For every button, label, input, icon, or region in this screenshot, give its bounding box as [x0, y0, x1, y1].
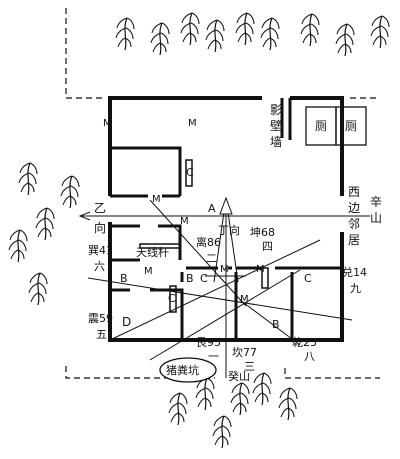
zhen-number: 五	[96, 328, 107, 341]
trees-bottom	[168, 372, 298, 449]
gui-shan-label: 癸山	[228, 369, 250, 383]
xun-number: 六	[94, 260, 105, 273]
room-b-3: B	[272, 318, 280, 331]
dui-label: 兑14	[342, 265, 367, 279]
manure-pit-label: 猪粪坑	[166, 363, 199, 377]
toilet-left-label: 厕	[315, 119, 327, 133]
gen-label: 艮95	[196, 336, 221, 349]
xin-shan-2: 山	[370, 211, 382, 225]
yi-xiang-1: 乙	[94, 201, 106, 215]
antenna-mast-label: 天线杆	[136, 245, 169, 259]
toilet-right-label: 厕	[345, 119, 357, 133]
west-neighbor-3: 邻	[348, 217, 360, 231]
gen-number: 一	[208, 350, 219, 363]
door-m-8: M	[240, 294, 249, 305]
trees-top	[115, 12, 390, 57]
xin-shan-1: 辛	[370, 195, 382, 209]
room-b-2: B	[186, 272, 194, 285]
qian-number: 八	[304, 350, 315, 363]
toilet-rooms	[305, 106, 367, 146]
west-neighbor-1: 西	[348, 185, 360, 199]
qian-label: 乾23	[292, 336, 317, 349]
compass-pointer	[219, 196, 233, 215]
room-b-1: B	[120, 272, 128, 285]
screen-wall-label-2: 壁	[270, 118, 282, 133]
door-m-6: M	[220, 264, 229, 275]
screen-wall-label-1: 影	[270, 103, 282, 117]
dui-number: 九	[350, 282, 361, 295]
kun-label: 坤68	[250, 225, 275, 239]
ding-xiang-label: 丁向	[218, 223, 240, 237]
kun-number: 四	[262, 240, 273, 253]
door-m-4: M	[180, 216, 189, 227]
screen-wall-label-3: 墙	[270, 135, 282, 149]
xun-label: 巽41	[88, 244, 113, 257]
west-neighbor-2: 边	[348, 201, 360, 215]
li-label: 离86	[196, 235, 221, 249]
zhen-label: 震59	[88, 312, 113, 325]
room-c-4: C	[304, 272, 312, 285]
point-a-label: A	[208, 202, 216, 215]
kan-label: 坎77	[232, 346, 257, 359]
room-d: D	[122, 315, 131, 329]
house-walls	[108, 96, 344, 342]
li-number: 二	[206, 252, 217, 265]
property-boundary	[65, 8, 380, 379]
room-c-1: C	[186, 166, 194, 179]
door-m-1: M	[103, 118, 112, 129]
room-c-2: C	[168, 292, 176, 305]
kan-number: 三	[244, 360, 255, 373]
room-c-3: C	[200, 272, 208, 285]
yi-xiang-2: 向	[94, 220, 106, 235]
door-m-2: M	[188, 118, 197, 129]
manure-pit-outline	[159, 357, 217, 383]
door-m-5: M	[144, 266, 153, 277]
west-neighbor-4: 居	[348, 233, 360, 247]
orientation-lines	[78, 197, 370, 378]
trees-left	[8, 162, 80, 306]
door-m-3: M	[152, 194, 161, 205]
door-m-7: M	[256, 264, 265, 275]
